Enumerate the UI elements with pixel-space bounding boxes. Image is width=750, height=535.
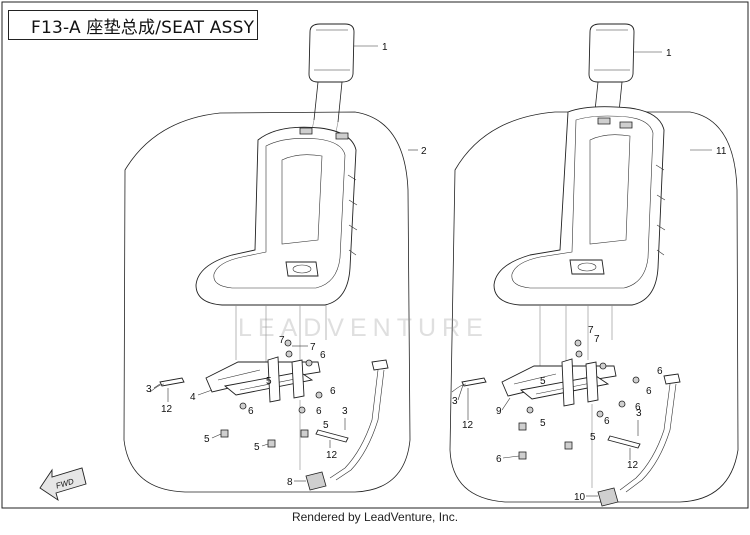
right-callout-washer-c: 6 <box>635 402 641 413</box>
right-callout-washer-b: 6 <box>646 386 652 397</box>
right-belts <box>451 373 681 493</box>
left-callout-rail: 5 <box>266 376 272 387</box>
left-callout-bolt-a: 7 <box>279 335 285 346</box>
right-seat-frame <box>501 358 617 407</box>
left-callout-washer-d: 6 <box>316 406 322 417</box>
right-callout-bolt-a: 7 <box>588 325 594 336</box>
right-callout-nut-a: 5 <box>540 418 546 429</box>
left-callout-nut-b: 5 <box>254 442 260 453</box>
right-buckle-shape <box>597 487 619 507</box>
left-callout-buckle: 8 <box>287 477 293 488</box>
left-callout-nut-c: 5 <box>323 420 329 431</box>
watermark: LEADVENTURE <box>238 314 489 342</box>
right-callout-washer-d: 6 <box>604 416 610 427</box>
left-callouts: 1 2 3 3 4 5 5 5 5 6 6 6 6 7 7 8 12 12 <box>146 42 427 488</box>
callout-leaders <box>153 45 712 497</box>
left-headrest <box>308 23 355 143</box>
right-assembly-outline <box>449 111 739 503</box>
left-callout-washer-c: 6 <box>248 406 254 417</box>
left-buckle-shape <box>305 471 327 491</box>
left-callout-nut-a: 5 <box>204 434 210 445</box>
left-assembly-outline <box>123 111 411 493</box>
left-callout-headrest: 1 <box>382 42 388 53</box>
right-callout-buckle: 10 <box>574 492 586 503</box>
right-callout-nut-b: 5 <box>590 432 596 443</box>
fwd-arrow-icon: FWD <box>39 467 87 502</box>
right-seat-shell <box>493 106 666 306</box>
right-callouts: 1 11 3 3 9 5 5 5 6 6 6 6 6 7 7 10 12 12 <box>452 48 727 503</box>
right-callout-spring-left: 12 <box>462 420 474 431</box>
left-callout-washer-a: 6 <box>320 350 326 361</box>
right-seat-assembly <box>449 23 739 507</box>
right-callout-headrest: 1 <box>666 48 672 59</box>
right-callout-spring-right: 12 <box>627 460 639 471</box>
right-callout-belt-left: 3 <box>452 396 458 407</box>
left-belts <box>149 359 389 481</box>
left-seat-shell <box>195 126 358 306</box>
left-callout-washer-b: 6 <box>330 386 336 397</box>
left-fasteners <box>220 339 323 448</box>
right-callout-belt-right: 3 <box>636 408 642 419</box>
right-callout-bolt-b: 7 <box>594 334 600 345</box>
left-callout-spring-left: 12 <box>161 404 173 415</box>
page-title: F13-A 座垫总成/SEAT ASSY <box>8 10 258 40</box>
left-callout-bolt-b: 7 <box>310 342 316 353</box>
left-callout-belt-right: 3 <box>342 406 348 417</box>
left-callout-belt-left: 3 <box>146 384 152 395</box>
left-seat-frame <box>205 356 321 403</box>
right-callout-seat-assy: 11 <box>716 146 727 157</box>
left-callout-bracket: 4 <box>190 392 196 403</box>
left-seat-assembly <box>123 23 411 493</box>
right-callout-bracket: 9 <box>496 406 502 417</box>
left-callout-spring-right: 12 <box>326 450 338 461</box>
page-border <box>1 1 749 509</box>
right-fasteners <box>518 339 640 460</box>
right-callout-nut-c: 6 <box>496 454 502 465</box>
footer-credit: Rendered by LeadVenture, Inc. <box>291 510 459 524</box>
left-callout-seat-assy: 2 <box>421 146 427 157</box>
right-callout-rail: 5 <box>540 376 546 387</box>
right-callout-washer-a: 6 <box>657 366 663 377</box>
